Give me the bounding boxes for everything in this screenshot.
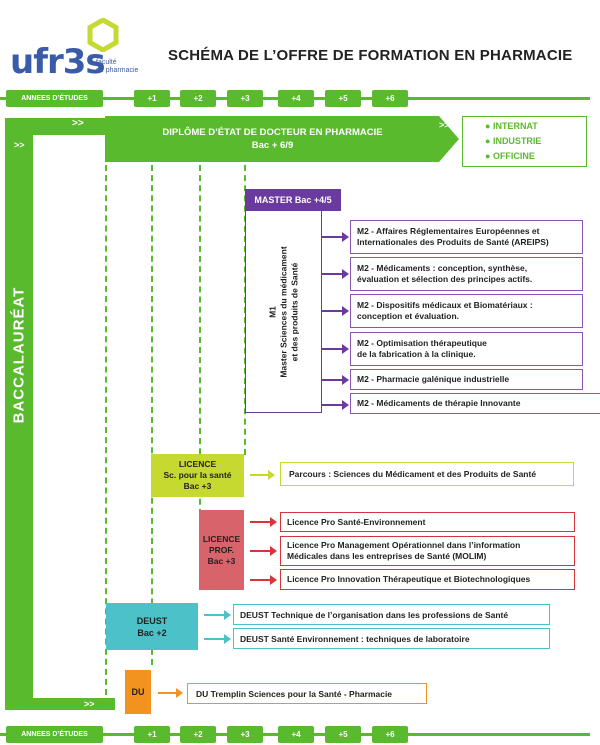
baccalaureat-top-line <box>5 118 105 135</box>
m2-arrow <box>322 232 349 242</box>
m2-item: M2 - Dispositifs médicaux et Biomatériau… <box>350 294 583 328</box>
doctorat-arrow: >> <box>105 116 459 162</box>
m2-arrow <box>322 269 349 279</box>
licence-pro-item: Licence Pro Management Opérationnel dans… <box>280 536 575 566</box>
years-bar-bottom: ANNEES D’ÉTUDES +1 +2 +3 +4 +5 +6 <box>0 726 600 743</box>
licence-arrow <box>250 470 275 480</box>
baccalaureat-bottom-line <box>5 698 115 710</box>
year-chip: +5 <box>325 726 361 743</box>
deust-arrow <box>204 634 231 644</box>
svg-text:>>: >> <box>439 120 450 130</box>
baccalaureat-label: BACCALAURÉAT <box>10 286 28 424</box>
licence-pro-arrow <box>250 517 277 527</box>
licence-pro-item: Licence Pro Innovation Thérapeutique et … <box>280 569 575 590</box>
year-chip: +2 <box>180 90 216 107</box>
baccalaureat-bar <box>5 118 33 710</box>
licence-pro-item: Licence Pro Santé-Environnement <box>280 512 575 532</box>
career-item: ● INDUSTRIE <box>485 136 542 146</box>
career-item: ● OFFICINE <box>485 151 535 161</box>
chevron-icon: >> <box>14 140 25 150</box>
year-chip: +5 <box>325 90 361 107</box>
dashed-guide <box>199 165 201 525</box>
chevron-icon: >> <box>84 699 95 709</box>
year-chip: +6 <box>372 726 408 743</box>
du-arrow <box>158 688 183 698</box>
licence-box: LICENCE Sc. pour la santé Bac +3 <box>151 454 244 497</box>
licence-parcours: Parcours : Sciences du Médicament et des… <box>280 462 574 486</box>
year-chip: +4 <box>278 90 314 107</box>
m2-arrow <box>322 344 349 354</box>
du-item: DU Tremplin Sciences pour la Santé - Pha… <box>187 683 427 704</box>
careers-box: ● INTERNAT ● INDUSTRIE ● OFFICINE <box>462 116 587 167</box>
doctorat-label: DIPLÔME D’ÉTAT DE DOCTEUR EN PHARMACIE B… <box>162 127 383 151</box>
year-chip: +3 <box>227 726 263 743</box>
years-bar-top: ANNEES D’ÉTUDES +1 +2 +3 +4 +5 +6 <box>0 90 600 107</box>
deust-item: DEUST Technique de l’organisation dans l… <box>233 604 550 625</box>
licence-pro-box: LICENCE PROF. Bac +3 <box>199 510 244 590</box>
logo-subtitle: faculté de pharmacie <box>96 59 139 74</box>
year-chip: +1 <box>134 726 170 743</box>
m1-label: M1 Master Sciences du médicament et des … <box>267 246 300 378</box>
m2-item: M2 - Affaires Réglementaires Européennes… <box>350 220 583 254</box>
deust-item: DEUST Santé Environnement : techniques d… <box>233 628 550 649</box>
dashed-guide <box>151 165 153 665</box>
baccalaureat-label-wrap: BACCALAURÉAT <box>5 230 33 480</box>
m2-arrow <box>322 306 349 316</box>
m2-arrow <box>322 400 349 410</box>
deust-box: DEUST Bac +2 <box>106 603 198 650</box>
year-chip: +3 <box>227 90 263 107</box>
year-chip: +2 <box>180 726 216 743</box>
page-title: SCHÉMA DE L’OFFRE DE FORMATION EN PHARMA… <box>168 47 573 64</box>
m1-box: M1 Master Sciences du médicament et des … <box>245 211 322 413</box>
year-chip: +6 <box>372 90 408 107</box>
master-header: MASTER Bac +4/5 <box>245 189 341 211</box>
dashed-guide <box>105 165 107 695</box>
licence-pro-arrow <box>250 546 277 556</box>
years-label-box: ANNEES D’ÉTUDES <box>6 90 103 107</box>
year-chip: +4 <box>278 726 314 743</box>
m2-item: M2 - Médicaments : conception, synthèse,… <box>350 257 583 291</box>
logo-hexagon-icon <box>87 18 119 52</box>
m2-item: M2 - Pharmacie galénique industrielle <box>350 369 583 390</box>
m2-item: M2 - Médicaments de thérapie Innovante <box>350 393 600 414</box>
chevron-icon: >> <box>72 118 84 129</box>
du-box: DU <box>125 670 151 714</box>
m2-arrow <box>322 375 349 385</box>
licence-pro-arrow <box>250 575 277 585</box>
years-label-box: ANNEES D’ÉTUDES <box>6 726 103 743</box>
year-chip: +1 <box>134 90 170 107</box>
deust-arrow <box>204 610 231 620</box>
logo: ufr3s <box>10 42 106 82</box>
career-item: ● INTERNAT <box>485 121 538 131</box>
